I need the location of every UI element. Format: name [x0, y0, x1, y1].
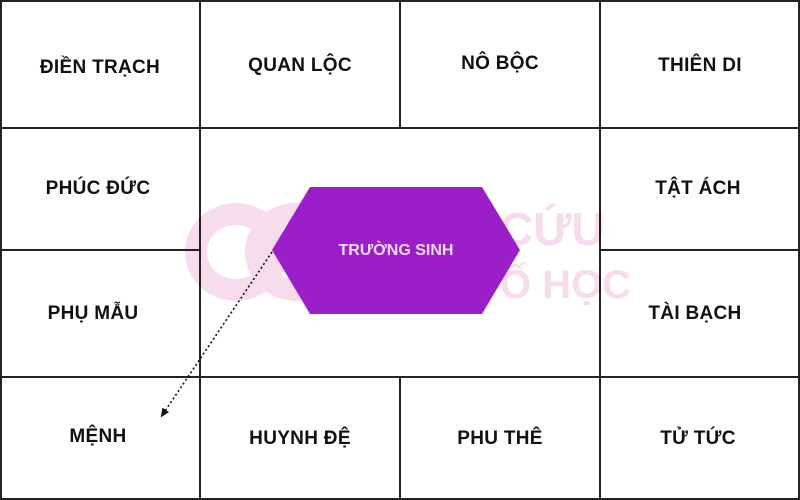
palace-phu-mau: PHỤ MẪU [0, 250, 186, 377]
truong-sinh-label: TRƯỜNG SINH [339, 240, 454, 259]
palace-phuc-duc-label: PHÚC ĐỨC [45, 178, 151, 199]
palace-thien-di-label: THIÊN DI [658, 55, 742, 76]
palace-phu-the: PHU THÊ [400, 377, 600, 500]
palace-phu-mau-label: PHỤ MẪU [47, 302, 139, 324]
palace-quan-loc-label: QUAN LỘC [248, 55, 352, 76]
palace-tai-bach: TÀI BẠCH [600, 250, 790, 377]
palace-thien-di: THIÊN DI [600, 4, 800, 128]
palace-quan-loc: QUAN LỘC [200, 4, 400, 128]
arrow-to-menh [160, 251, 273, 418]
palace-tu-tuc: TỬ TỨC [600, 377, 796, 500]
palace-tai-bach-label: TÀI BẠCH [648, 302, 742, 324]
palace-dien-trach-label: ĐIỀN TRẠCH [39, 57, 161, 78]
palace-phu-the-label: PHU THÊ [457, 427, 543, 449]
palace-tat-ach: TẬT ÁCH [600, 128, 796, 250]
palace-tat-ach-label: TẬT ÁCH [655, 178, 741, 199]
palace-menh-label: MỆNH [69, 426, 127, 447]
watermark-text-line2: Ố HỌC [500, 261, 631, 307]
palace-no-boc-label: NÔ BỘC [461, 53, 539, 74]
palace-tu-tuc-label: TỬ TỨC [660, 427, 736, 449]
palace-no-boc: NÔ BỘC [400, 0, 600, 128]
palace-dien-trach: ĐIỀN TRẠCH [0, 8, 200, 128]
truong-sinh-hexagon [272, 187, 520, 314]
palace-huynh-de: HUYNH ĐỆ [200, 377, 400, 500]
palace-menh: MỆNH [0, 377, 196, 497]
palace-huynh-de-label: HUYNH ĐỆ [249, 427, 351, 449]
palace-phuc-duc: PHÚC ĐỨC [0, 128, 196, 250]
